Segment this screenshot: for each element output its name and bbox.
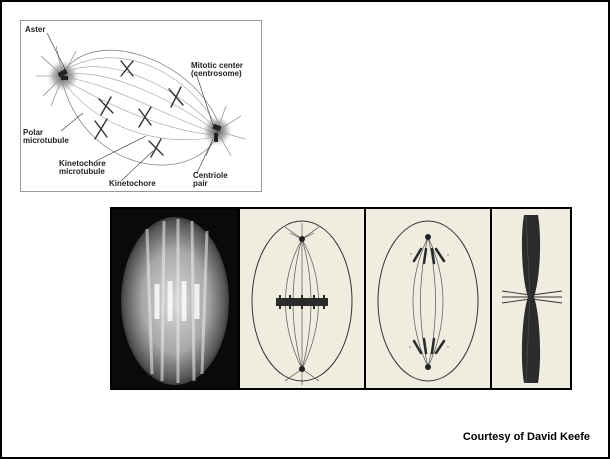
kinetochore-label: Kinetochore (109, 180, 156, 188)
centriole-line2: pair (193, 180, 228, 188)
chromosome-drawing (492, 209, 570, 388)
spindle-diagram: Aster Mitotic center (centrosome) Polar … (20, 20, 262, 192)
anaphase-drawing (366, 209, 490, 388)
metaphase-drawing (240, 209, 364, 388)
mitotic-center-label: Mitotic center (centrosome) (191, 62, 243, 78)
spindle-illustration (21, 21, 261, 191)
polar-line2: microtubule (23, 137, 69, 145)
kmt-line2: microtubule (59, 168, 106, 176)
aster-label: Aster (25, 26, 45, 34)
centriole-pair-label: Centriole pair (193, 172, 228, 188)
mitotic-center-line2: (centrosome) (191, 70, 243, 78)
image-credit: Courtesy of David Keefe (463, 431, 590, 443)
kinetochore-microtubule-label: Kinetochore microtubule (59, 160, 106, 176)
polar-microtubule-label: Polar microtubule (23, 129, 69, 145)
mitosis-image-strip (110, 207, 572, 390)
spindle-micrograph (112, 209, 238, 388)
